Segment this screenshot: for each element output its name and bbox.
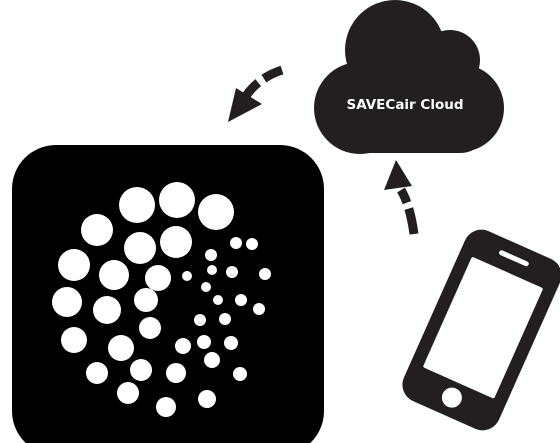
spiral-dot [99, 260, 129, 290]
phone-screen [423, 257, 543, 399]
spiral-dot [117, 382, 139, 404]
spiral-dot [204, 352, 220, 368]
spiral-dot [124, 232, 156, 264]
spiral-dot [134, 288, 158, 312]
phone-home-button [441, 387, 462, 408]
spiral-dot [230, 237, 242, 249]
spiral-dot [86, 362, 108, 384]
arrow-cloud-to-device-shaft [242, 65, 284, 99]
spiral-dot [145, 265, 171, 291]
arrow-cloud-to-device [228, 65, 284, 122]
smartphone-icon [402, 229, 560, 431]
spiral-dot [201, 282, 211, 292]
spiral-dot [198, 194, 234, 230]
spiral-dot [93, 296, 121, 324]
spiral-dot [205, 249, 217, 261]
arrow-phone-to-cloud [384, 160, 419, 235]
spiral-dot [58, 249, 90, 281]
spiral-dot [159, 182, 195, 218]
spiral-dot [156, 397, 176, 417]
spiral-dot [182, 271, 192, 281]
spiral-dot [160, 226, 192, 258]
spiral-dot [139, 317, 161, 339]
spiral-dot [226, 266, 238, 278]
arrow-phone-to-cloud-shaft [397, 187, 419, 235]
spiral-dot [197, 335, 211, 349]
phone-speaker [499, 250, 529, 267]
spiral-dot [198, 390, 216, 408]
spiral-dot [219, 313, 231, 325]
spiral-dot [207, 265, 217, 275]
spiral-dot [61, 327, 87, 353]
arrow-phone-to-cloud-head [384, 160, 412, 190]
spiral-dot [253, 303, 265, 315]
spiral-dot [81, 214, 113, 246]
cloud-label: SAVECair Cloud [346, 97, 463, 113]
spiral-dot [233, 367, 247, 381]
spiral-dot [259, 268, 271, 280]
spiral-dot [108, 335, 134, 361]
spiral-dot [166, 363, 186, 383]
spiral-dots-icon [52, 182, 271, 417]
spiral-dot [235, 294, 247, 306]
spiral-dot [194, 314, 206, 326]
cloud-icon: SAVECair Cloud [314, 0, 504, 154]
spiral-dot [246, 238, 258, 250]
spiral-dot [175, 338, 191, 354]
spiral-dot [52, 287, 82, 317]
spiral-dot [119, 187, 155, 223]
arrow-cloud-to-device-head [228, 88, 262, 122]
spiral-dot [130, 359, 152, 381]
device-app-tile [12, 145, 324, 443]
spiral-dot [224, 336, 238, 350]
spiral-dot [213, 295, 223, 305]
